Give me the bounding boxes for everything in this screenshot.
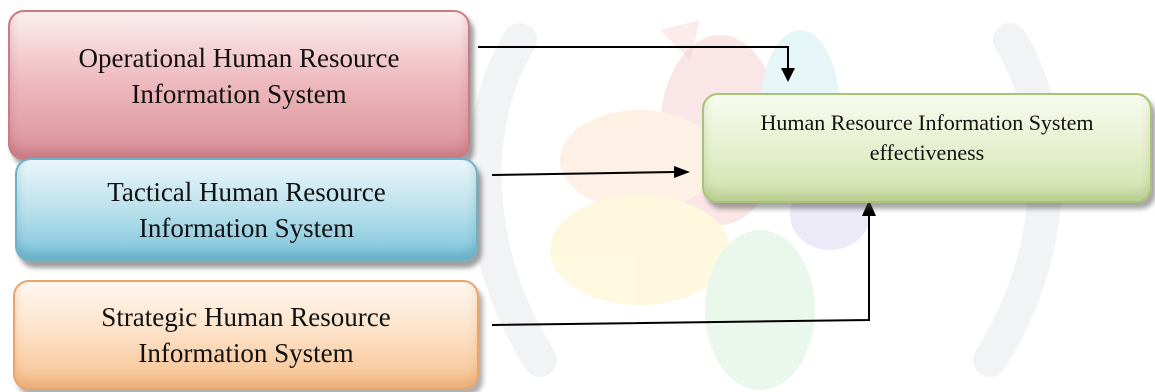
- strategic-hris-line2: Information System: [138, 338, 354, 368]
- arrow-strategic-to-effectiveness: [491, 214, 870, 326]
- arrowhead-down-icon: [781, 68, 795, 82]
- tactical-hris-box: Tactical Human Resource Information Syst…: [15, 158, 478, 262]
- operational-hris-box: Operational Human Resource Information S…: [8, 10, 470, 160]
- tactical-hris-line1: Tactical Human Resource: [107, 177, 386, 207]
- tactical-hris-line2: Information System: [138, 213, 355, 243]
- arrow-tactical-to-effectiveness: [491, 171, 676, 176]
- arrow-operational-to-effectiveness: [478, 46, 789, 70]
- strategic-hris-line1: Strategic Human Resource: [101, 302, 391, 332]
- operational-hris-line1: Operational Human Resource: [78, 43, 400, 73]
- hris-effectiveness-line1: Human Resource Information System: [760, 110, 1094, 135]
- arrowhead-right-icon: [674, 166, 690, 178]
- strategic-hris-box: Strategic Human Resource Information Sys…: [13, 280, 479, 390]
- arrowhead-up-icon: [862, 200, 876, 216]
- hris-effectiveness-box: Human Resource Information System effect…: [702, 93, 1152, 203]
- hris-effectiveness-line2: effectiveness: [869, 140, 985, 165]
- operational-hris-line2: Information System: [131, 79, 347, 109]
